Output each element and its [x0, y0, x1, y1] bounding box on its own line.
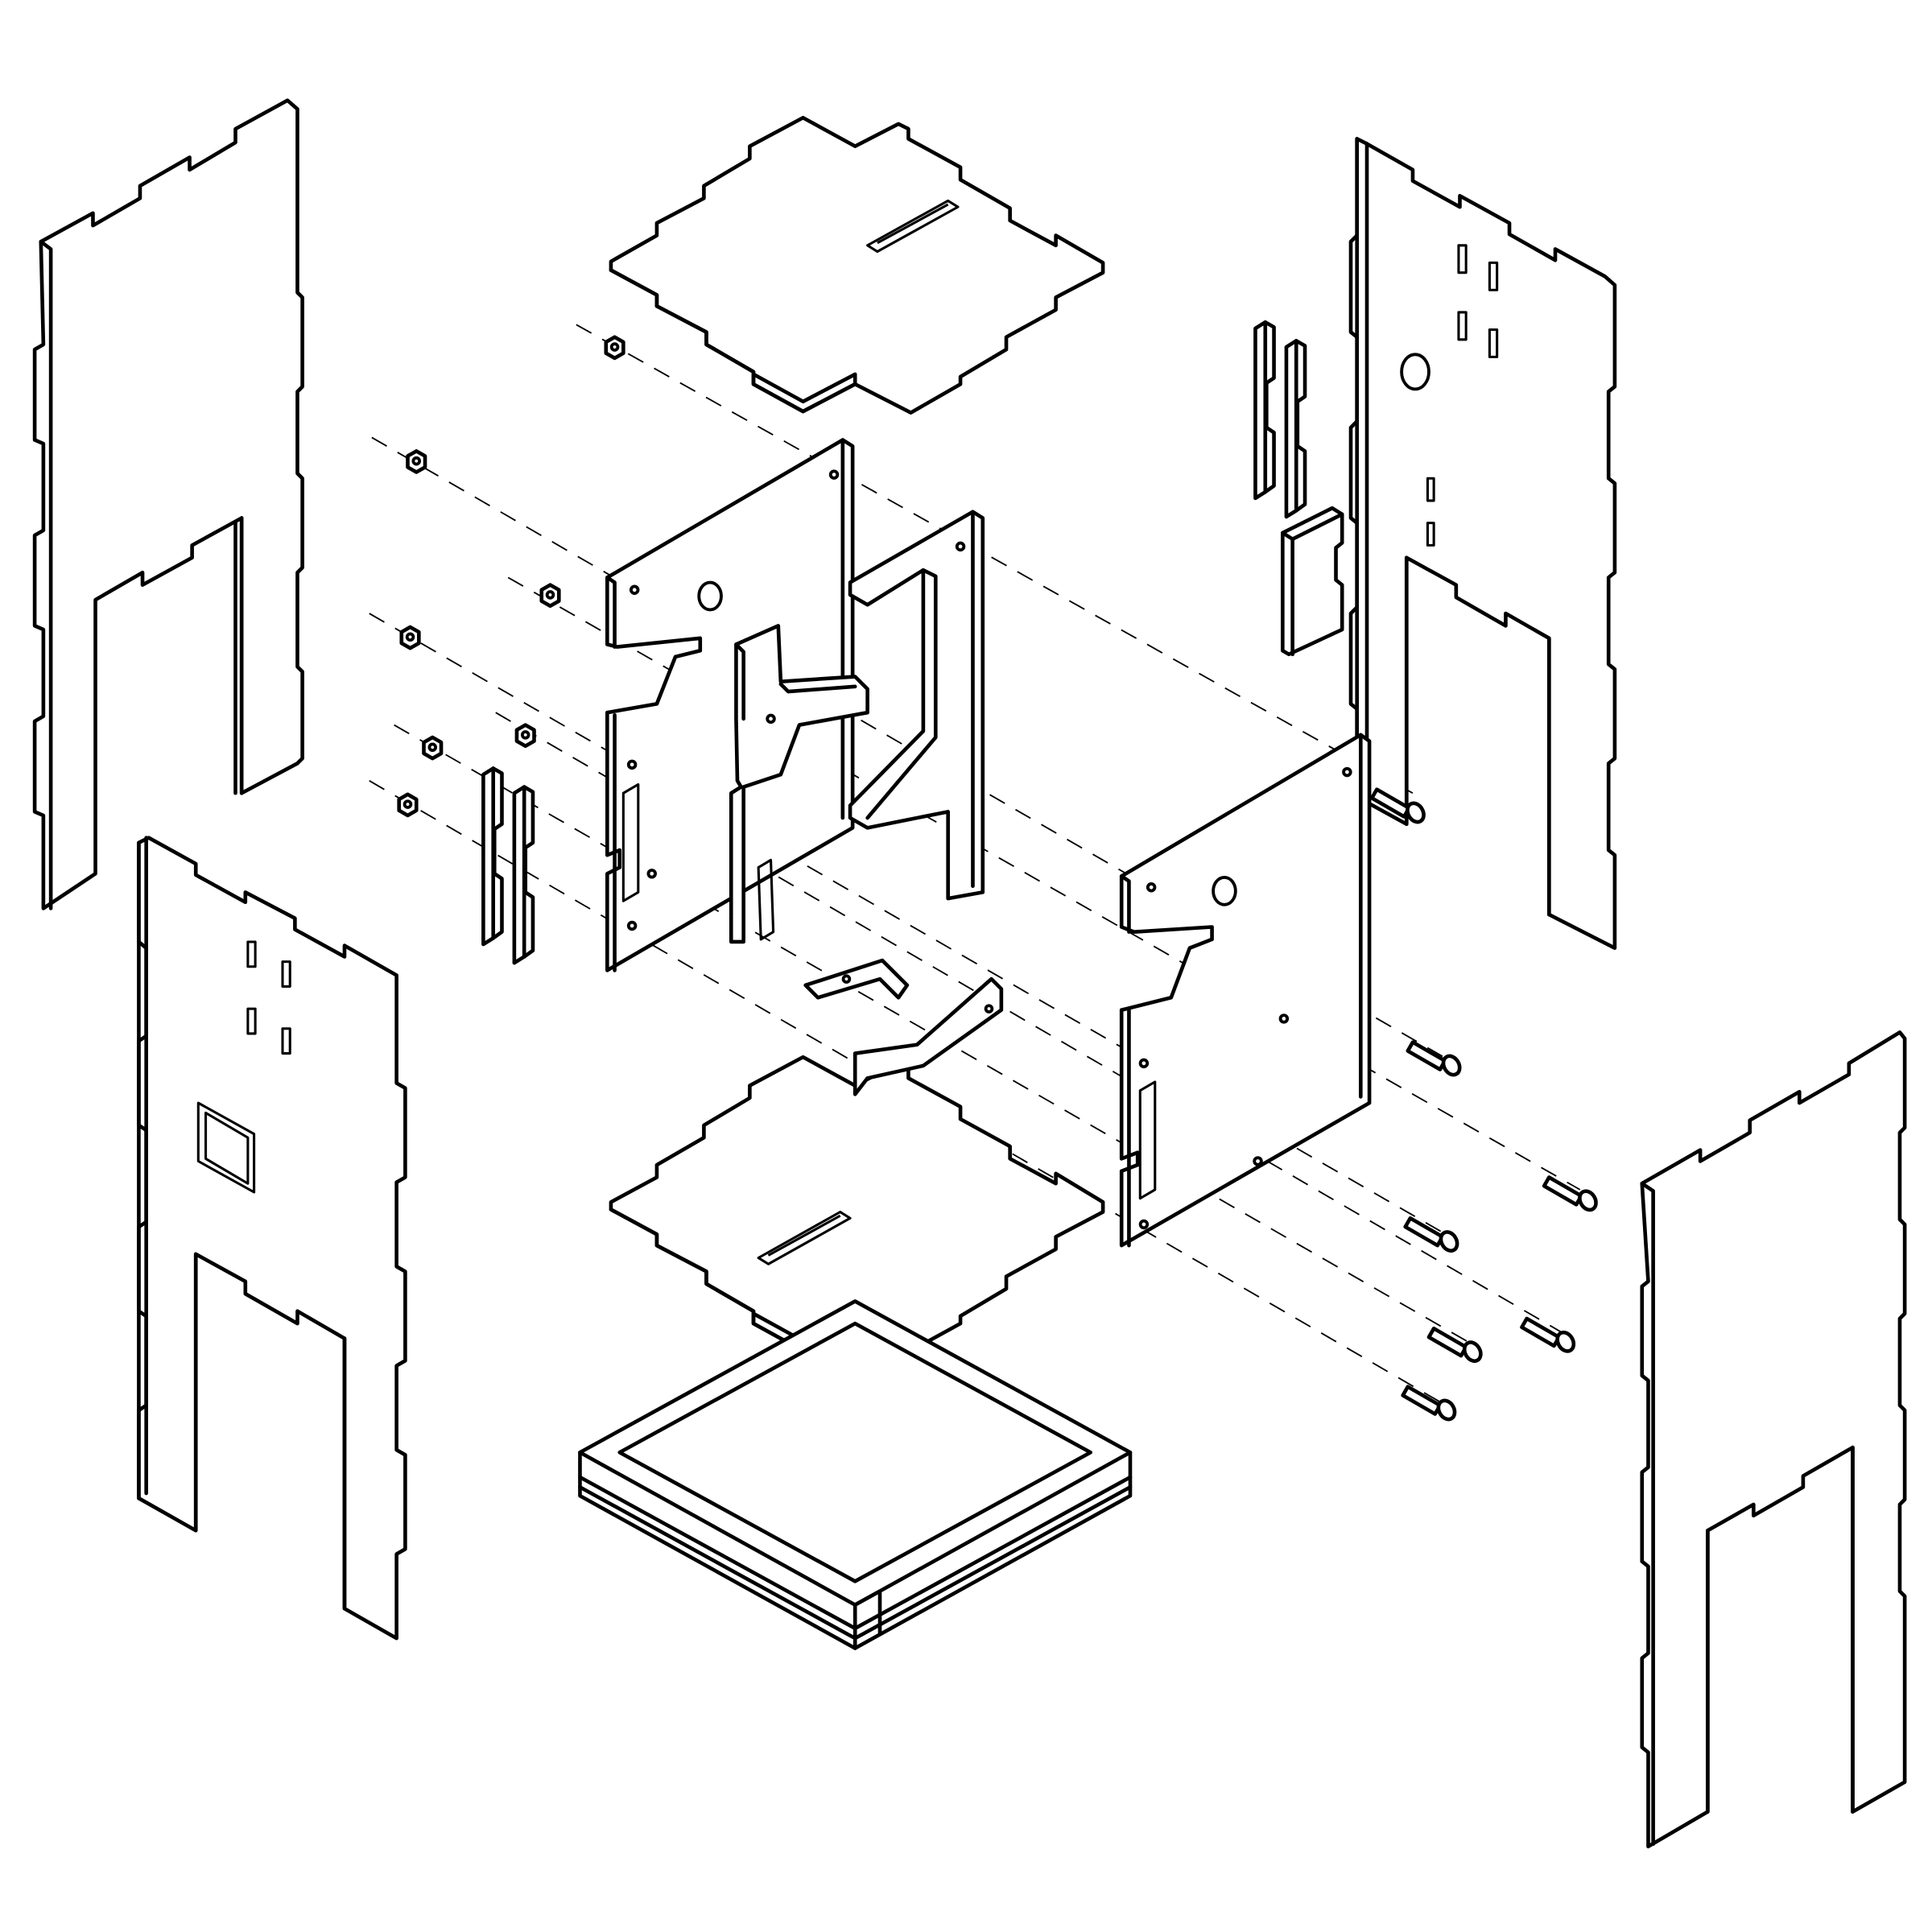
- inner-panel-right: [848, 510, 985, 901]
- round-hole: [1212, 876, 1237, 906]
- screw-head: [1439, 1230, 1459, 1253]
- screw-icon: [1369, 787, 1411, 819]
- slot-cutout: [1488, 328, 1499, 358]
- hex-nut: [406, 449, 427, 474]
- inner-panel-front: [1119, 733, 1372, 1248]
- bracket-long: [852, 976, 1004, 1096]
- axis-line: [576, 324, 1414, 795]
- slot-cutout: [1488, 261, 1499, 291]
- slot-cutout: [757, 1211, 852, 1265]
- screw: [1520, 1316, 1576, 1353]
- screw-hole: [1138, 1058, 1150, 1069]
- bracket-short: [803, 958, 910, 1000]
- screw-hole: [841, 974, 852, 984]
- screw-hole: [629, 584, 640, 596]
- slot-cutout: [621, 782, 640, 902]
- screw-icon: [1520, 1316, 1561, 1348]
- screw: [1401, 1385, 1457, 1422]
- spacer-bar: [1253, 320, 1276, 501]
- screw: [1403, 1216, 1459, 1253]
- slot-cutout: [246, 940, 257, 968]
- slot-cutout: [1457, 311, 1468, 341]
- screw-hole: [646, 869, 657, 879]
- side-leg-panel-left-bottom: [137, 836, 407, 1641]
- screw: [1406, 1040, 1462, 1077]
- square-window-cutout: [196, 1101, 256, 1194]
- screw-head: [1441, 1054, 1462, 1077]
- screw-icon: [1403, 1216, 1445, 1248]
- screw-hole: [1253, 1156, 1263, 1166]
- screw-hole: [1342, 766, 1352, 778]
- slot-cutout: [281, 1027, 291, 1055]
- screw-hole: [626, 920, 638, 931]
- slot-cutout: [1426, 477, 1435, 502]
- screw-head: [1578, 1189, 1598, 1212]
- hex-nut: [422, 735, 444, 761]
- nut-bore: [427, 742, 438, 753]
- screw-hole: [955, 541, 966, 552]
- screw-hole: [1138, 1219, 1150, 1230]
- screw: [1369, 787, 1426, 824]
- hex-nut: [604, 335, 625, 361]
- slot-cutout: [866, 199, 960, 254]
- side-leg-panel-left-top: [32, 98, 304, 910]
- screw-hole: [984, 1004, 994, 1013]
- side-leg-panel-right-bottom: [1640, 1030, 1907, 1849]
- inner-panel-middle: [729, 624, 869, 944]
- screw-head: [1462, 1340, 1483, 1364]
- screw-hole: [766, 713, 776, 724]
- nut-bore: [609, 342, 620, 352]
- inner-panel-left: [605, 438, 855, 972]
- screw-icon: [1401, 1385, 1443, 1416]
- screw-hole: [626, 759, 638, 770]
- slot-cutout: [1138, 1080, 1157, 1200]
- screw-icon: [1542, 1175, 1583, 1207]
- slot-cutout: [1426, 522, 1435, 547]
- floor-plate-top: [609, 115, 1105, 415]
- base-frame-tray: [578, 1299, 1133, 1650]
- axis-line: [495, 712, 1563, 1333]
- screw: [1426, 1326, 1483, 1364]
- slot-cutout: [246, 1007, 257, 1035]
- round-hole: [697, 580, 723, 612]
- spacer-bar: [1284, 339, 1307, 519]
- slot-cutout: [1457, 244, 1468, 275]
- hex-nut: [539, 583, 561, 609]
- hex-nut: [399, 625, 421, 650]
- nut-bore: [402, 799, 413, 809]
- screw: [1542, 1175, 1598, 1212]
- nut-bore: [411, 456, 422, 466]
- slot-cutout: [281, 960, 291, 988]
- side-leg-panel-right-top: [1348, 137, 1617, 950]
- screw-head: [1555, 1330, 1576, 1353]
- round-hole: [1400, 353, 1430, 391]
- nut-bore: [545, 590, 555, 600]
- screw-icon: [1406, 1040, 1447, 1071]
- nut-bore: [405, 632, 415, 642]
- screw-head: [1436, 1398, 1457, 1422]
- screw-icon: [1426, 1326, 1468, 1358]
- spacer-bar: [512, 785, 535, 965]
- small-block: [1281, 506, 1344, 657]
- hex-nut: [514, 723, 536, 749]
- screw-hole: [828, 469, 840, 480]
- assembly-axes: [369, 324, 1581, 1405]
- spacer-bar: [481, 766, 504, 947]
- hex-nut: [397, 792, 419, 818]
- nut-bore: [520, 730, 530, 740]
- screw-hole: [1278, 1013, 1290, 1024]
- screw-head: [1406, 801, 1426, 824]
- slot-cutout: [757, 858, 775, 941]
- screw-hole: [1146, 882, 1157, 893]
